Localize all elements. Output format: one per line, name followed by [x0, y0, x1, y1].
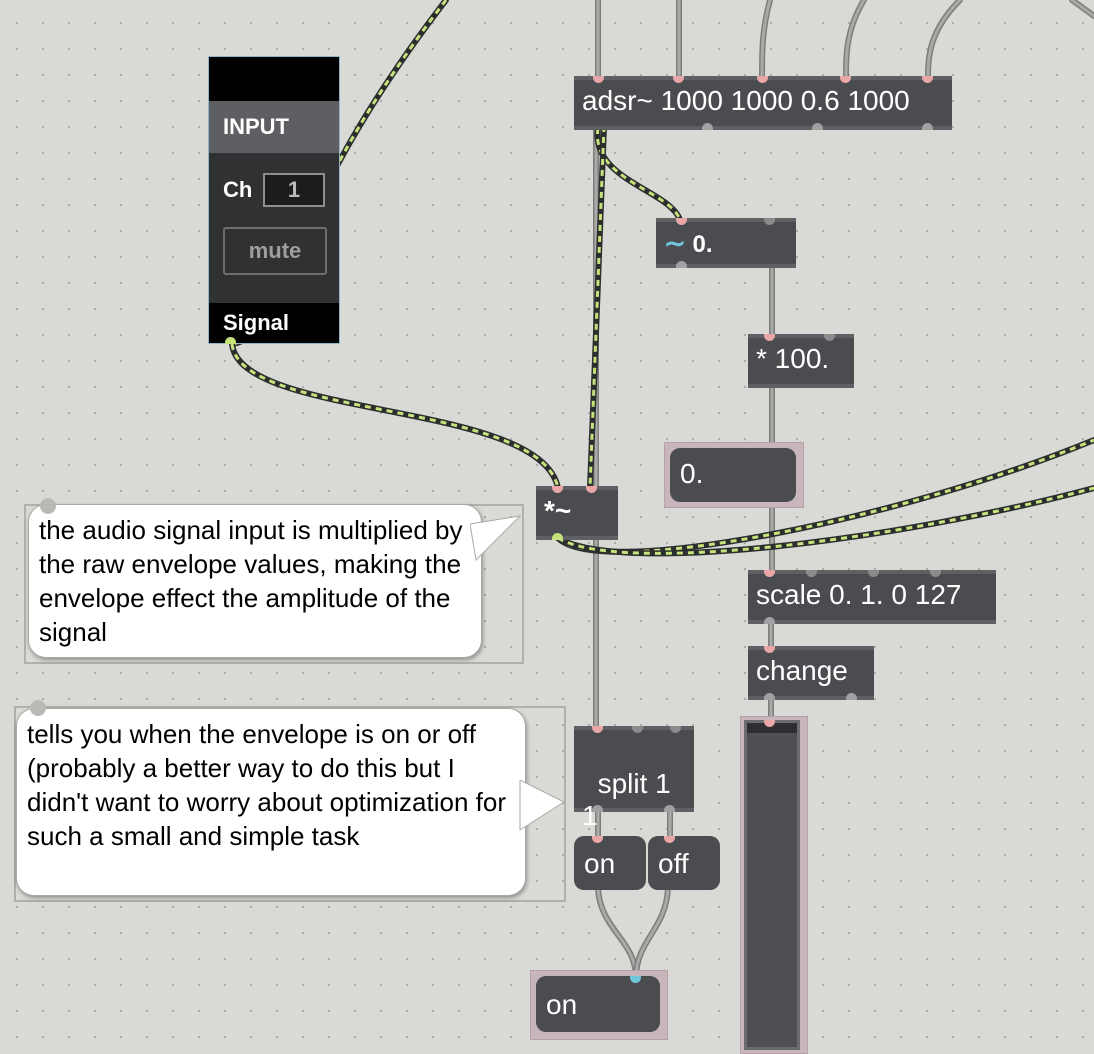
- signal-cord[interactable]: [555, 485, 1094, 557]
- channel-label: Ch: [223, 177, 253, 202]
- slider-inlet[interactable]: [764, 720, 775, 727]
- adsr-inlet[interactable]: [757, 76, 768, 83]
- multiply-100-text: * 100.: [756, 343, 830, 374]
- scale-inlet[interactable]: [930, 570, 941, 577]
- adsr-inlet[interactable]: [593, 76, 604, 83]
- multiply-inlet[interactable]: [764, 334, 775, 341]
- state-display-label: on: [546, 989, 578, 1020]
- comment-handle[interactable]: [30, 700, 46, 716]
- adsr-object[interactable]: adsr~ 1000 1000 0.6 1000: [574, 76, 952, 130]
- control-cord[interactable]: [633, 885, 671, 981]
- signal-multiply-inlet[interactable]: [586, 486, 597, 493]
- state-display-message[interactable]: on: [536, 976, 660, 1032]
- off-message-label: off: [658, 848, 689, 879]
- vertical-slider[interactable]: [744, 720, 800, 1050]
- number-display[interactable]: 0.: [670, 448, 796, 502]
- signal-multiply-object[interactable]: *~: [536, 486, 618, 540]
- control-cord[interactable]: [759, 0, 773, 81]
- split-outlet[interactable]: [592, 805, 603, 812]
- adsr-outlet[interactable]: [922, 123, 933, 130]
- signal-cord[interactable]: [555, 437, 1094, 555]
- control-cord[interactable]: [595, 885, 639, 981]
- split-inlet[interactable]: [592, 726, 603, 733]
- speech-pointer-icon: [519, 780, 566, 831]
- multiply-100-object[interactable]: * 100.: [748, 334, 854, 388]
- signal-multiply-outlet[interactable]: [552, 533, 563, 540]
- comment-onoff-note[interactable]: tells you when the envelope is on or off…: [16, 708, 526, 896]
- input-panel[interactable]: INPUT Ch 1 mute Signal: [208, 56, 340, 344]
- scale-inlet[interactable]: [806, 570, 817, 577]
- scale-object[interactable]: scale 0. 1. 0 127: [748, 570, 996, 624]
- scale-outlet[interactable]: [764, 617, 775, 624]
- snapshot-inlet[interactable]: [764, 218, 775, 225]
- off-message[interactable]: off: [648, 836, 720, 890]
- control-cord[interactable]: [925, 0, 963, 81]
- adsr-outlet[interactable]: [702, 123, 713, 130]
- split-inlet[interactable]: [632, 726, 643, 733]
- signal-cord[interactable]: [587, 123, 607, 491]
- signal-outlet[interactable]: [225, 337, 236, 344]
- change-outlet[interactable]: [846, 693, 857, 700]
- mute-button[interactable]: mute: [223, 227, 327, 275]
- comment-multiply-note[interactable]: the audio signal input is multiplied by …: [28, 504, 482, 658]
- on-message-label: on: [584, 848, 616, 879]
- input-title: INPUT: [209, 101, 339, 153]
- on-message-inlet[interactable]: [592, 836, 603, 843]
- control-cord[interactable]: [1069, 0, 1094, 19]
- change-inlet[interactable]: [764, 646, 775, 653]
- channel-number-box[interactable]: 1: [263, 173, 325, 207]
- speech-pointer-icon: [470, 515, 522, 562]
- signal-cord[interactable]: [229, 341, 561, 491]
- comment-multiply-text: the audio signal input is multiplied by …: [39, 515, 463, 647]
- control-cord[interactable]: [843, 0, 867, 81]
- slider-knob[interactable]: [747, 723, 797, 733]
- adsr-inlet[interactable]: [840, 76, 851, 83]
- multiply-inlet[interactable]: [824, 334, 835, 341]
- on-message[interactable]: on: [574, 836, 646, 890]
- snapshot-value: 0.: [692, 231, 713, 258]
- snapshot-object[interactable]: ∼ 0.: [656, 218, 796, 268]
- off-message-inlet[interactable]: [664, 836, 675, 843]
- signal-multiply-inlet[interactable]: [552, 486, 563, 493]
- split-inlet[interactable]: [670, 726, 681, 733]
- number-display-value: 0.: [680, 458, 704, 489]
- comment-handle[interactable]: [40, 498, 56, 514]
- change-outlet[interactable]: [764, 693, 775, 700]
- change-object[interactable]: change: [748, 646, 874, 700]
- snapshot-inlet[interactable]: [676, 218, 687, 225]
- state-display-inlet[interactable]: [630, 976, 641, 983]
- adsr-object-text: adsr~ 1000 1000 0.6 1000: [582, 85, 910, 116]
- split-object[interactable]: split 1 1: [574, 726, 694, 831]
- tilde-wave-icon: ∼: [664, 228, 686, 258]
- signal-cord[interactable]: [594, 125, 683, 223]
- scale-inlet[interactable]: [764, 570, 775, 577]
- signal-output-label: Signal: [209, 303, 339, 343]
- split-object-text: split 1 1: [582, 768, 671, 831]
- adsr-inlet[interactable]: [673, 76, 684, 83]
- signal-multiply-text: *~: [544, 495, 572, 526]
- panel-header-bar: [209, 57, 339, 101]
- scale-object-text: scale 0. 1. 0 127: [756, 579, 962, 610]
- change-object-text: change: [756, 655, 848, 686]
- adsr-outlet[interactable]: [812, 123, 823, 130]
- snapshot-outlet[interactable]: [676, 261, 687, 268]
- comment-onoff-text: tells you when the envelope is on or off…: [27, 719, 506, 851]
- split-outlet[interactable]: [664, 805, 675, 812]
- scale-inlet[interactable]: [868, 570, 879, 577]
- adsr-inlet[interactable]: [922, 76, 933, 83]
